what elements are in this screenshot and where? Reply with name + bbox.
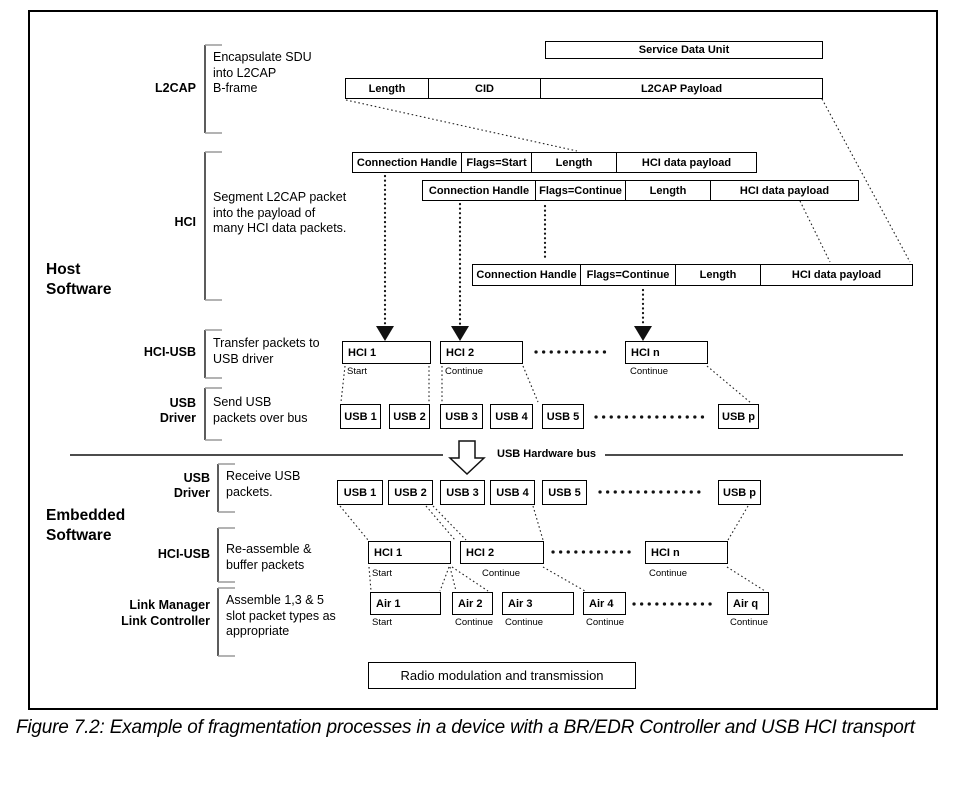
- row-label-hci-usb-emb: HCI-USB: [157, 547, 210, 561]
- host-usb4-box: USB 4: [490, 404, 533, 429]
- down-arrowhead-icon: [376, 326, 652, 341]
- emb-hci2-sub: Continue: [482, 568, 521, 579]
- l2cap-payload-cell: L2CAP Payload: [540, 78, 823, 99]
- host-usb1-box: USB 1: [340, 404, 381, 429]
- air1-sub: Start: [372, 617, 393, 628]
- air4-sub: Continue: [586, 617, 625, 628]
- host-hci2-sub: Continue: [445, 366, 484, 377]
- emb-usb4-box: USB 4: [490, 480, 535, 505]
- row-label-link: Link Manager Link Controller: [121, 598, 210, 628]
- row-desc-hci: Segment L2CAP packet into the payload of…: [213, 190, 347, 235]
- sdu-box: Service Data Unit: [545, 41, 823, 59]
- airq-sub: Continue: [730, 617, 769, 628]
- l2cap-length-cell: Length: [345, 78, 429, 99]
- host-hci1-sub: Start: [347, 366, 368, 377]
- row-label-usb-driver-host: USB Driver: [159, 396, 196, 425]
- section-title-embedded: Embedded Software: [46, 507, 126, 544]
- hci-transfer-arrow-lines: [383, 174, 645, 327]
- host-hci2-box: HCI 2: [440, 341, 523, 364]
- airq-box: Air q: [727, 592, 769, 615]
- host-hci1-box: HCI 1: [342, 341, 431, 364]
- emb-usb2-box: USB 2: [388, 480, 433, 505]
- air1-box: Air 1: [370, 592, 441, 615]
- emb-usb3-box: USB 3: [440, 480, 485, 505]
- l2cap-cid-cell: CID: [428, 78, 541, 99]
- row-desc-link: Assemble 1,3 & 5 slot packet types as ap…: [226, 593, 336, 638]
- emb-hcin-sub: Continue: [649, 568, 688, 579]
- figure-frame: [28, 10, 938, 710]
- usb-hardware-bus-label: USB Hardware bus: [497, 448, 597, 460]
- hci-pkt2-length: Length: [625, 180, 711, 201]
- air2-sub: Continue: [455, 617, 494, 628]
- row-desc-usb-driver-emb: Receive USB packets.: [226, 469, 301, 499]
- row-label-hci: HCI: [174, 215, 196, 229]
- emb-usb1-box: USB 1: [337, 480, 383, 505]
- host-hcin-sub: Continue: [630, 366, 669, 377]
- bracket-lines: [204, 44, 235, 657]
- host-usb2-box: USB 2: [389, 404, 430, 429]
- row-label-usb-driver-emb: USB Driver: [173, 471, 210, 500]
- emb-usb5-box: USB 5: [542, 480, 587, 505]
- hci-pkt1-length: Length: [531, 152, 617, 173]
- section-title-host: Host Software: [46, 261, 112, 298]
- row-desc-l2cap: Encapsulate SDU into L2CAP B-frame: [213, 50, 312, 95]
- emb-hcin-box: HCI n: [645, 541, 728, 564]
- air2-box: Air 2: [452, 592, 493, 615]
- host-usb3-box: USB 3: [440, 404, 483, 429]
- row-desc-usb-driver-host: Send USB packets over bus: [213, 395, 308, 425]
- row-desc-hci-usb-emb: Re-assemble & buffer packets: [226, 542, 312, 572]
- figure-caption: Figure 7.2: Example of fragmentation pro…: [16, 717, 915, 738]
- emb-hci1-sub: Start: [372, 568, 393, 579]
- hci-pkt1-payload: HCI data payload: [616, 152, 757, 173]
- host-usbp-box: USB p: [718, 404, 759, 429]
- host-hcin-box: HCI n: [625, 341, 708, 364]
- fragmentation-fan-lines: [339, 98, 911, 592]
- hci-pkt2-flags: Flags=Continue: [535, 180, 626, 201]
- hci-pkt1-flags: Flags=Start: [461, 152, 532, 173]
- hci-pkt1-handle: Connection Handle: [352, 152, 462, 173]
- row-label-l2cap: L2CAP: [155, 81, 196, 95]
- hci-pkt3-flags: Flags=Continue: [580, 264, 676, 286]
- hci-pkt2-payload: HCI data payload: [710, 180, 859, 201]
- hci-pkt3-payload: HCI data payload: [760, 264, 913, 286]
- hci-pkt3-length: Length: [675, 264, 761, 286]
- usb-bus-arrow-icon: [448, 440, 486, 476]
- row-label-hci-usb-host: HCI-USB: [143, 345, 196, 359]
- emb-hci2-box: HCI 2: [460, 541, 544, 564]
- emb-hci1-box: HCI 1: [368, 541, 451, 564]
- ellipsis-dots: [534, 350, 715, 606]
- air3-box: Air 3: [502, 592, 574, 615]
- hci-pkt3-handle: Connection Handle: [472, 264, 581, 286]
- host-usb5-box: USB 5: [542, 404, 584, 429]
- hci-pkt2-handle: Connection Handle: [422, 180, 536, 201]
- row-desc-hci-usb-host: Transfer packets to USB driver: [213, 336, 320, 366]
- radio-modulation-box: Radio modulation and transmission: [368, 662, 636, 689]
- air4-box: Air 4: [583, 592, 626, 615]
- emb-usbp-box: USB p: [718, 480, 761, 505]
- air3-sub: Continue: [505, 617, 544, 628]
